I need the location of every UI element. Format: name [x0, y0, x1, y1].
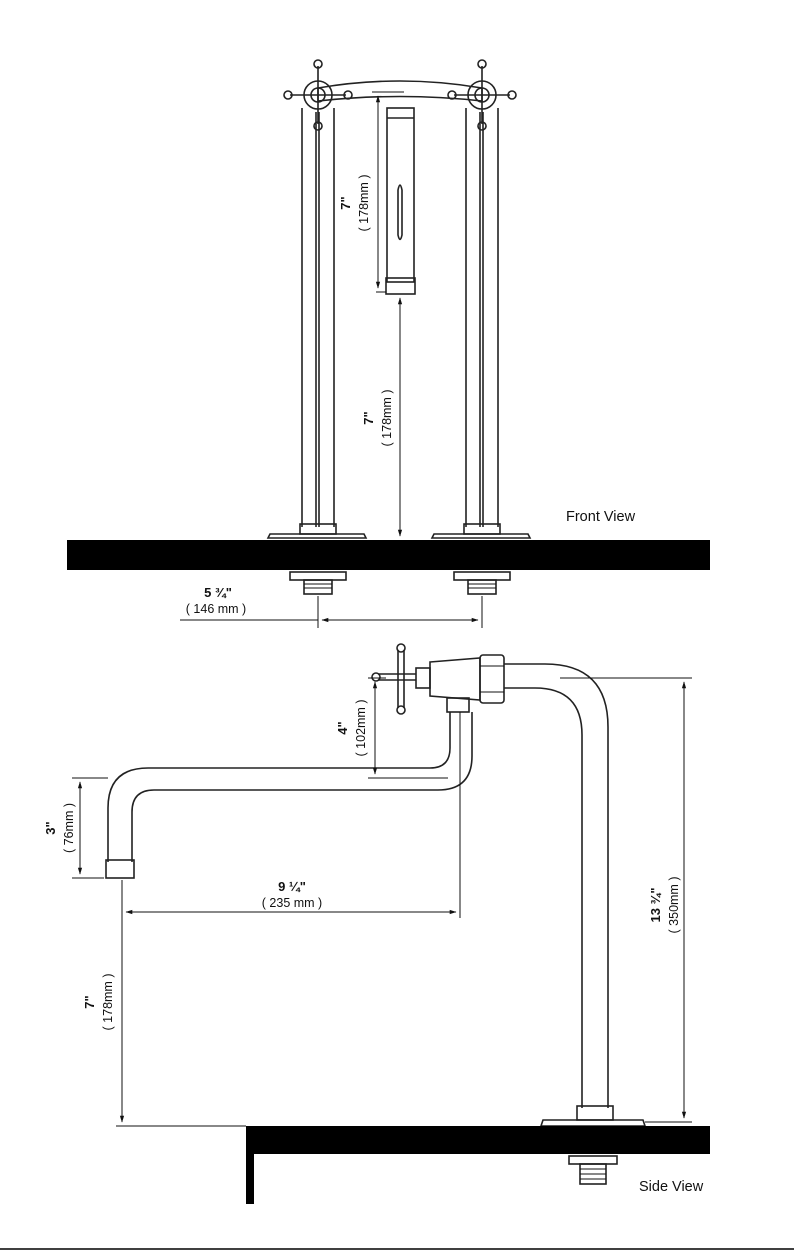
counter-top-side — [246, 1126, 710, 1154]
drop-inch: 3" — [43, 821, 58, 834]
left-vertical-pipe — [266, 108, 368, 539]
counter-edge-side — [246, 1126, 254, 1204]
spout-outer — [107, 712, 451, 862]
front-view: 7" ( 178mm ) 7" ( 178mm ) 5 ¾" ( 146 mm … — [67, 59, 710, 628]
main-pipe-inner — [504, 687, 583, 1108]
valve-body — [415, 654, 505, 713]
right-cross-handle — [447, 59, 517, 131]
bridge-pipe — [317, 80, 483, 102]
main-pipe-outer — [504, 663, 609, 1108]
dim-front-clearance: 7" ( 178mm ) — [361, 297, 403, 537]
front-view-label: Front View — [566, 509, 636, 525]
right-vertical-pipe — [430, 108, 532, 539]
right-shank — [453, 571, 511, 595]
dim-total-height: 13 ¾" ( 350mm ) — [560, 677, 692, 1123]
dim-handle-spacing: 5 ¾" ( 146 mm ) — [180, 585, 483, 628]
main-pipe-collar — [576, 1105, 614, 1121]
spout-height-inch: 7" — [338, 196, 353, 209]
drop-mm: ( 76mm ) — [62, 803, 76, 853]
riser-mm: ( 102mm ) — [354, 700, 368, 757]
dim-reach: 9 ¼" ( 235 mm ) — [121, 712, 461, 918]
spout-tip — [105, 859, 135, 879]
front-clearance-inch: 7" — [361, 411, 376, 424]
side-shank — [568, 1155, 618, 1185]
counter-top-front — [67, 540, 710, 570]
total-height-inch: 13 ¾" — [648, 887, 663, 922]
dim-riser: 4" ( 102mm ) — [335, 677, 448, 779]
left-shank — [289, 571, 347, 595]
side-clearance-mm: ( 178mm ) — [101, 974, 115, 1031]
spout-height-mm: ( 178mm ) — [357, 175, 371, 232]
handle-spacing-mm: ( 146 mm ) — [186, 602, 246, 616]
reach-mm: ( 235 mm ) — [262, 896, 322, 910]
main-pipe-flange — [539, 1119, 647, 1127]
side-cross-handle — [371, 643, 416, 715]
side-view-label: Side View — [639, 1179, 704, 1195]
side-view: 4" ( 102mm ) 3" ( 76mm ) 9 ¼" ( 235 mm )… — [43, 643, 710, 1204]
left-cross-handle — [283, 59, 353, 131]
center-spout — [385, 107, 416, 295]
total-height-mm: ( 350mm ) — [667, 877, 681, 934]
reach-inch: 9 ¼" — [278, 879, 306, 894]
handle-spacing-inch: 5 ¾" — [204, 585, 232, 600]
dim-drop: 3" ( 76mm ) — [43, 777, 108, 879]
side-clearance-inch: 7" — [82, 995, 97, 1008]
riser-inch: 4" — [335, 721, 350, 734]
spout-inner — [131, 712, 473, 862]
front-clearance-mm: ( 178mm ) — [380, 390, 394, 447]
dim-side-clearance: 7" ( 178mm ) — [82, 918, 246, 1127]
dim-spout-height: 7" ( 178mm ) — [338, 91, 404, 293]
